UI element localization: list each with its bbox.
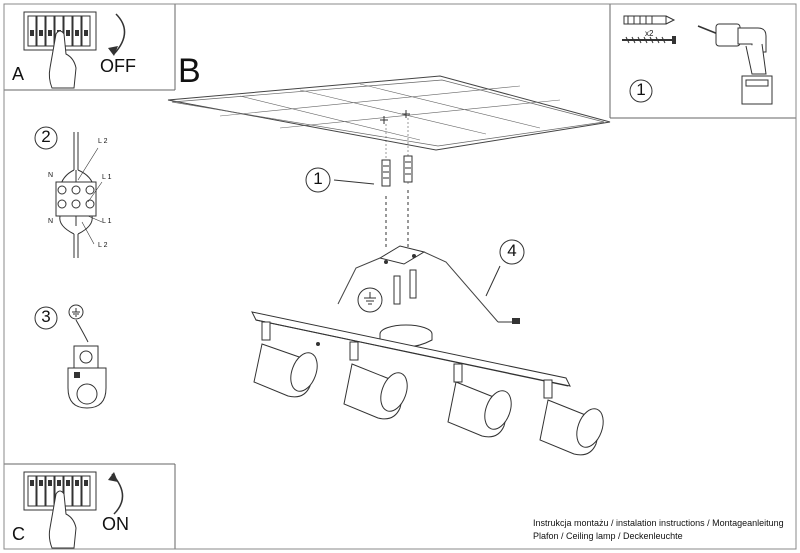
panel-a-letter: A <box>12 64 25 84</box>
step-3-number: 3 <box>41 307 51 326</box>
wall-plug-icon <box>623 15 676 25</box>
ground-connection-diagram: 3 <box>30 300 140 420</box>
screw-icon <box>622 36 676 44</box>
wire-label-n-top: N <box>48 172 54 179</box>
wire-label-n-bottom: N <box>48 218 54 225</box>
section-b-letter: B <box>178 52 201 90</box>
drill-icon <box>697 23 773 105</box>
step-4-number: 4 <box>507 241 517 260</box>
quantity-label: x2 <box>645 29 654 38</box>
footer-product-type: Plafon / Ceiling lamp / Deckenleuchte <box>533 531 683 541</box>
step-1-top-number: 1 <box>636 80 646 99</box>
tools-panel: x2 1 <box>610 4 796 118</box>
wire-label-l1-top: L 1 <box>102 174 112 181</box>
step-2-number: 2 <box>41 127 51 146</box>
step-1-main-number: 1 <box>313 169 323 188</box>
panel-c-letter: C <box>12 524 25 544</box>
breaker-box-off-illustration <box>23 11 126 89</box>
panel-c: C ON <box>4 464 175 549</box>
breaker-box-on-illustration <box>23 471 124 549</box>
on-label: ON <box>102 514 129 534</box>
wire-label-l1-bottom: L 1 <box>102 218 112 225</box>
drill-and-anchors-illustration <box>622 15 773 105</box>
wire-label-l2-top: L 2 <box>98 138 108 145</box>
off-label: OFF <box>100 56 136 76</box>
wire-label-l2-bottom: L 2 <box>98 242 108 249</box>
panel-a: A OFF <box>4 4 175 90</box>
footer-instructions-title: Instrukcja montażu / instalation instruc… <box>533 518 784 528</box>
wiring-diagram: 2 L 2 L 1 N N L 1 L 2 <box>30 122 140 262</box>
